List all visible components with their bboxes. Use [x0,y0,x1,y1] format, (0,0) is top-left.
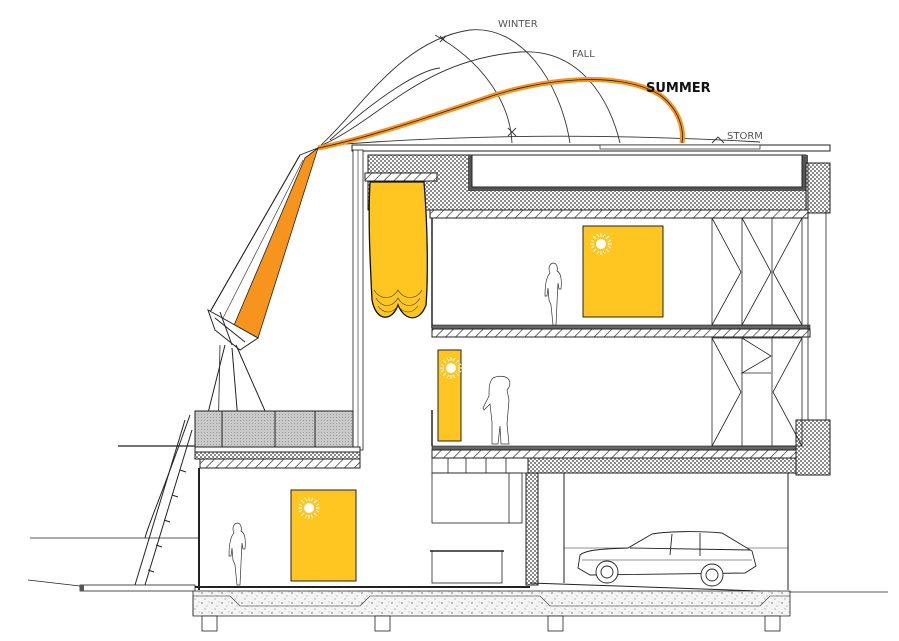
middle-floor [431,337,831,524]
person-upper [544,262,562,326]
upper-floor [431,163,827,460]
fall-curve [319,51,621,147]
label-winter: WINTER [498,19,538,30]
sail-curves [319,29,761,147]
ground-floor [198,468,789,590]
label-fall: FALL [572,49,595,60]
label-summer: SUMMER [646,81,711,96]
upper-window [582,225,664,318]
arc-2 [329,67,441,141]
label-storm: STORM [727,131,763,142]
person-pair [482,375,511,445]
storm-curve [319,135,761,147]
middle-window [437,349,462,442]
central-wall [352,149,364,451]
foundation [27,537,888,632]
hanging-curtain [368,181,428,319]
car [577,531,757,587]
roof [351,144,831,219]
arc-1 [434,34,513,144]
ground-window [290,489,357,582]
person-ground [228,522,246,586]
terrace [118,410,361,469]
sail-mast [199,146,319,446]
ladder [134,414,193,586]
winter-curve [319,29,571,147]
